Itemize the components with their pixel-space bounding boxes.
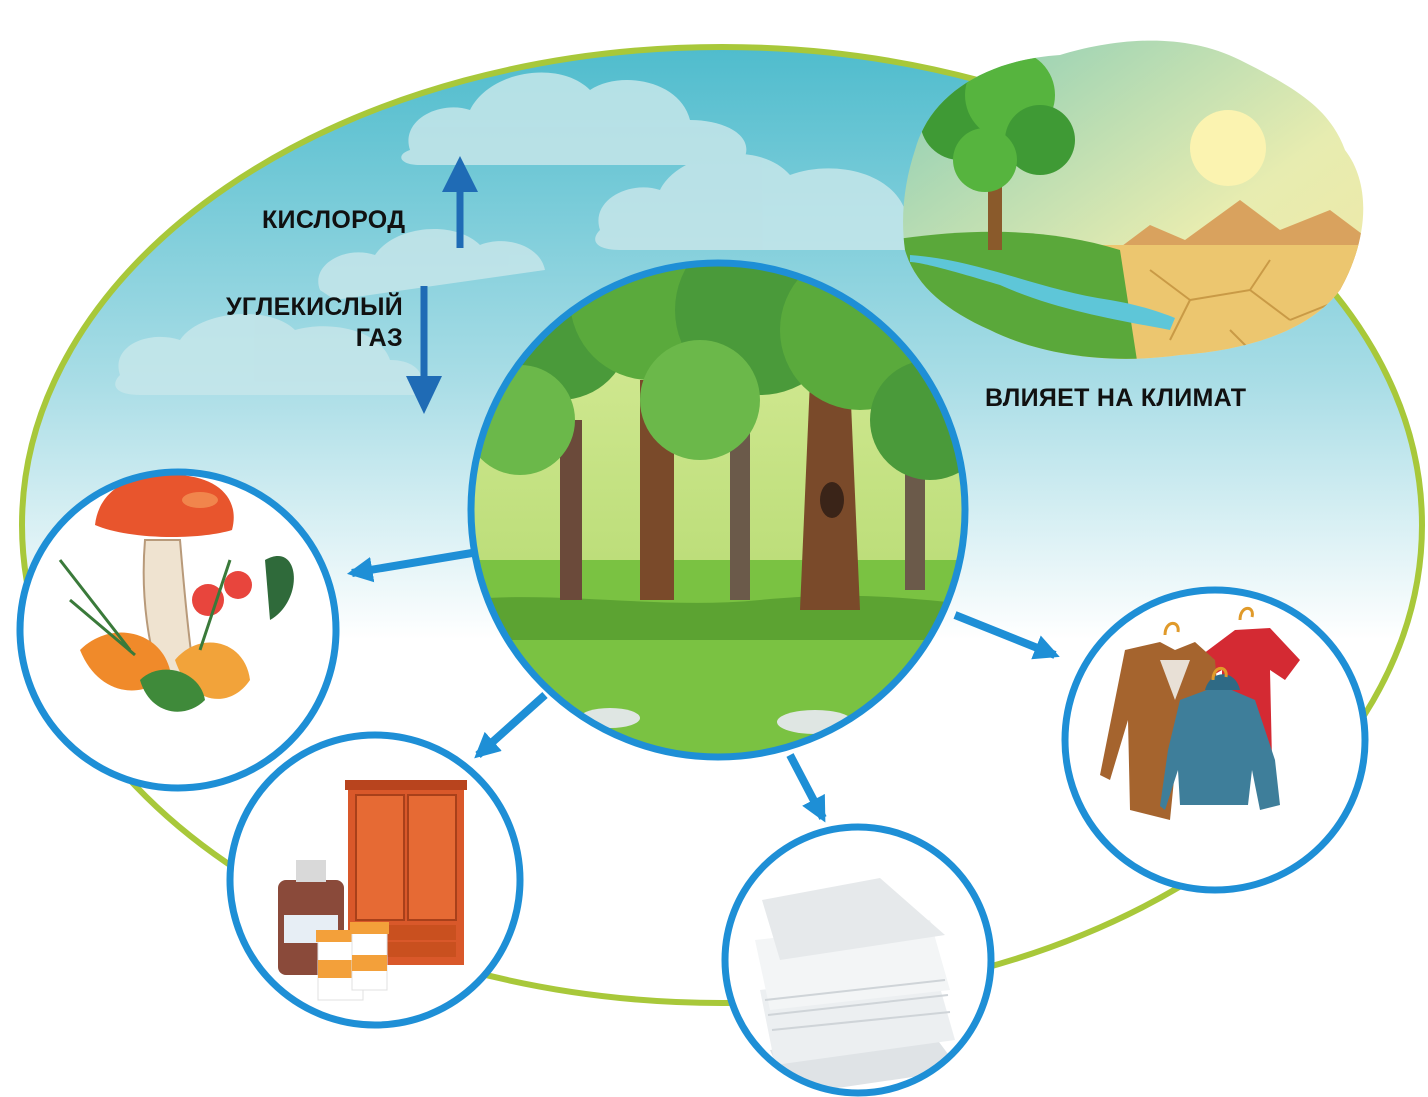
- arrow-to-paper: [786, 753, 827, 823]
- carbon-dioxide-label: УГЛЕКИСЛЫЙ ГАЗ: [150, 292, 403, 354]
- carbon-dioxide-label-line1: УГЛЕКИСЛЫЙ: [226, 293, 403, 321]
- oxygen-arrow: [442, 156, 478, 248]
- arrow-to-mushrooms: [346, 549, 473, 583]
- wardrobe-icon: [226, 731, 524, 1029]
- clothes-icon: [1061, 586, 1369, 894]
- arrow-to-furniture: [474, 692, 548, 759]
- carbon-dioxide-label-line2: ГАЗ: [355, 324, 403, 352]
- clouds: [115, 72, 941, 395]
- mushroom-icon: [16, 468, 340, 792]
- forest-icon: [467, 259, 969, 761]
- climate-label: ВЛИЯЕТ НА КЛИМАТ: [985, 384, 1247, 412]
- oxygen-label: КИСЛОРОД: [262, 206, 406, 234]
- carbon-dioxide-arrow: [406, 286, 442, 414]
- paper-stack-icon: [721, 823, 995, 1097]
- arrow-to-clothes: [953, 611, 1060, 660]
